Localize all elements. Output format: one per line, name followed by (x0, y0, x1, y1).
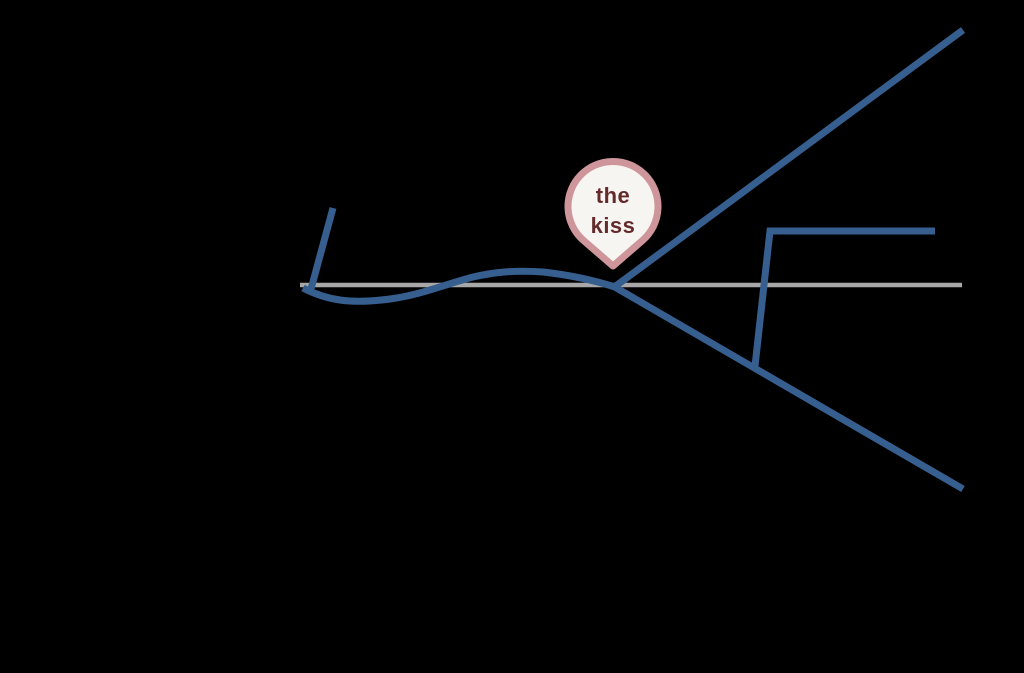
side-road-line (751, 227, 935, 367)
wavy-road-line (301, 267, 617, 305)
left-branch-line (307, 207, 337, 290)
upper-diagonal-road-line (610, 27, 966, 291)
pin-label-line2: kiss (591, 213, 636, 238)
lower-diagonal-road-line (611, 282, 965, 493)
location-pin-icon: the kiss (564, 158, 662, 270)
pin-label-line1: the (596, 183, 631, 208)
location-pin-balloon (564, 158, 662, 270)
